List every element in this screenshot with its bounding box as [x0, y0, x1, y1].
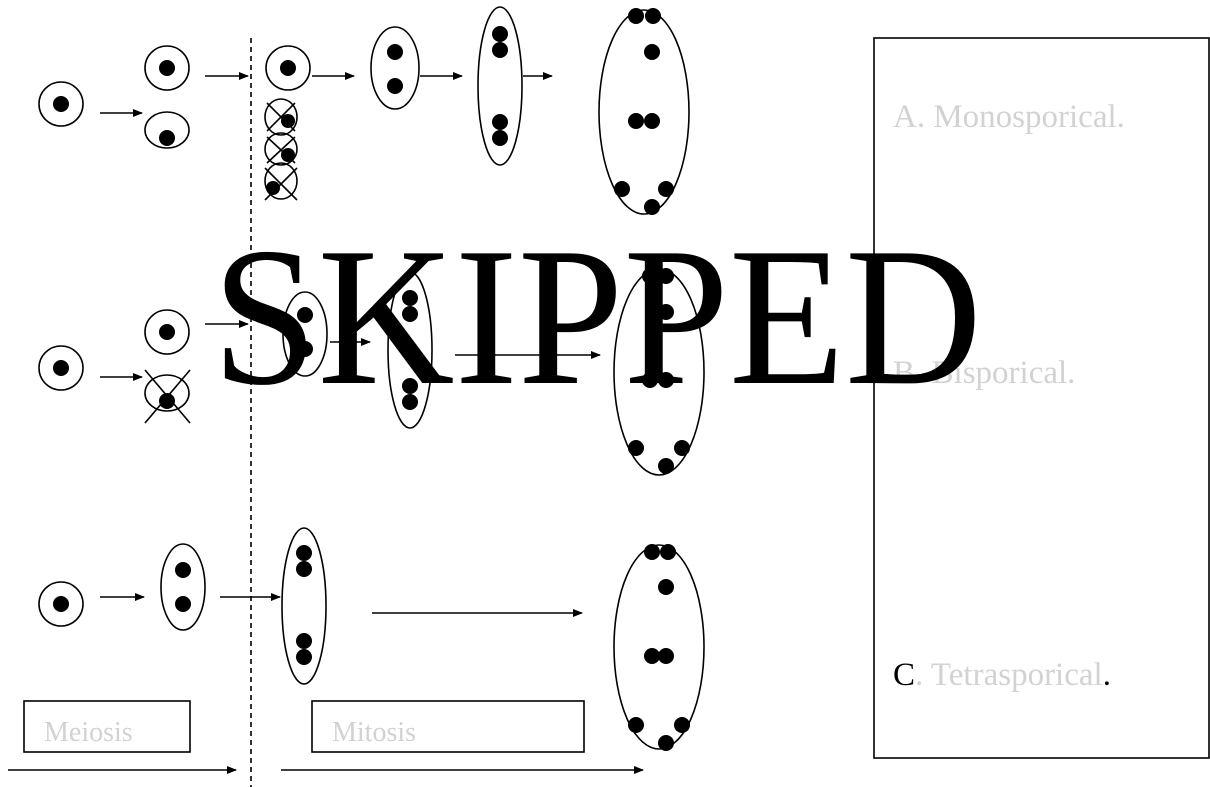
row-a-monosporic [39, 7, 689, 215]
meiosis-label: Meiosis [44, 717, 133, 748]
label-monosporical: A. Monosporical. [893, 99, 1125, 135]
label-tetrasporical: C. Tetrasporical. [893, 657, 1111, 693]
skipped-overlay: SKIPPED [212, 207, 982, 426]
mitosis-label: Mitosis [332, 717, 416, 748]
